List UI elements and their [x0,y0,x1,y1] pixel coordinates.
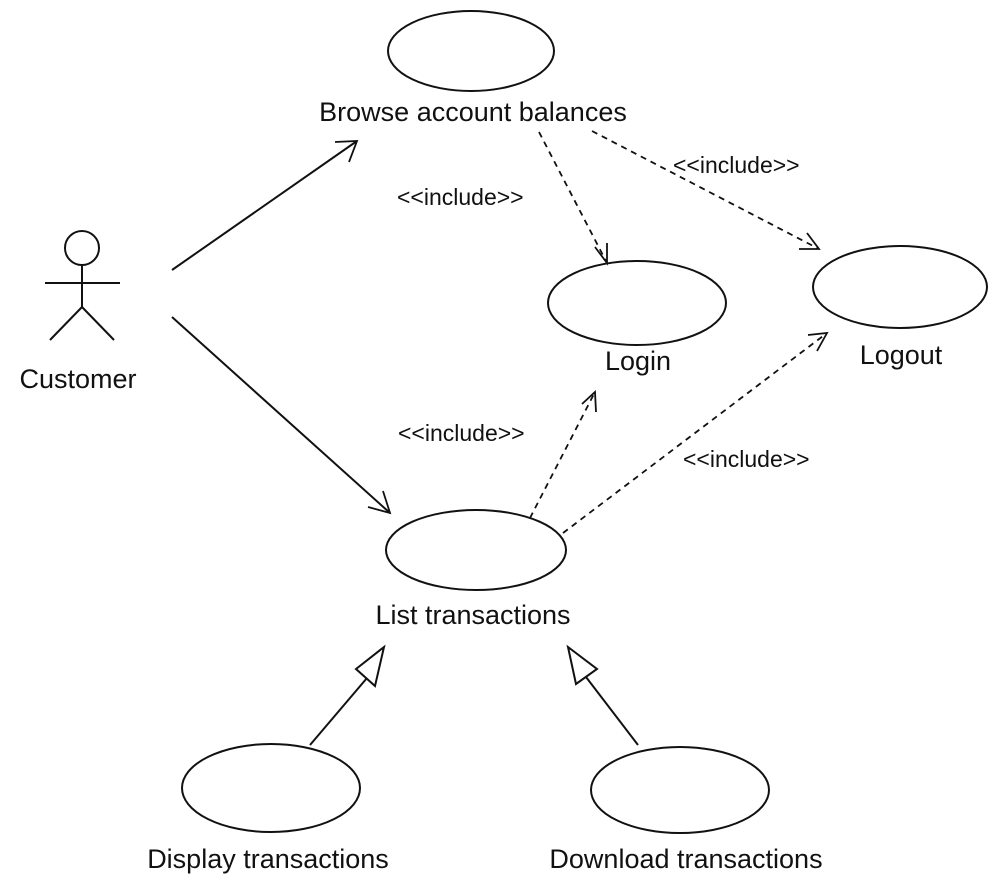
usecase-list-label: List transactions [375,600,570,630]
actor-right-leg [81,306,115,341]
association-customer-browse [171,140,359,271]
include-label-list-login: <<include>> [398,420,525,446]
usecase-browse-account-balances [387,10,555,92]
usecase-list-transactions [385,509,567,591]
usecase-login [547,260,727,346]
usecase-display-label: Display transactions [147,844,389,874]
include-label-browse-logout: <<include>> [673,152,800,178]
usecase-browse-label: Browse account balances [319,97,627,127]
include-list-logout [562,331,829,534]
usecase-logout-label: Logout [860,340,943,370]
include-label-list-logout: <<include>> [683,446,810,472]
actor-customer [45,230,120,341]
actor-customer-label: Customer [19,364,136,394]
usecase-display-transactions [181,743,361,833]
generalization-display-list [309,644,386,746]
include-browse-logout [591,130,821,250]
usecase-download-label: Download transactions [549,844,822,874]
generalization-download-list [566,644,639,746]
usecase-download-transactions [590,746,770,834]
include-list-login [529,390,597,519]
association-customer-list [171,316,392,515]
include-browse-login [538,131,608,266]
usecase-login-label: Login [605,346,671,376]
usecase-logout [812,245,988,329]
actor-head [64,230,100,266]
include-label-browse-login: <<include>> [397,184,524,210]
actor-left-leg [49,306,83,341]
